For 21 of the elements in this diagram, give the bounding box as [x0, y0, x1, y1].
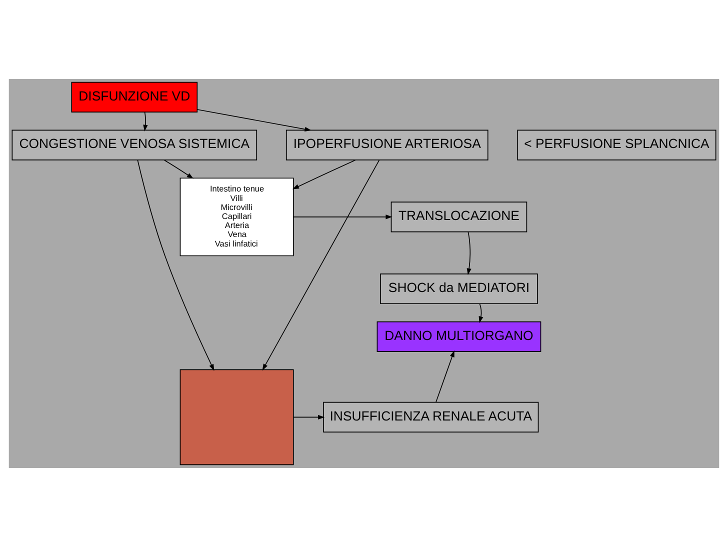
arrow — [478, 302, 484, 323]
node-box: CONGESTIONE VENOSA SISTEMICA — [12, 129, 258, 160]
arrow — [436, 350, 454, 402]
arrow — [137, 159, 214, 370]
node-box: IPOPERFUSIONE ARTERIOSA — [286, 129, 488, 160]
arrow — [293, 214, 392, 219]
arrow — [466, 231, 472, 274]
node-box: < PERFUSIONE SPLANCNICA — [517, 129, 716, 160]
node-box: DANNO MULTIORGANO — [376, 320, 542, 352]
node-box — [180, 368, 294, 465]
arrow — [293, 414, 325, 420]
arrow — [262, 159, 380, 370]
node-box: SHOCK da MEDIATORI — [380, 273, 538, 304]
arrow — [292, 159, 356, 189]
node-box: Intestino tenue Villi Microvilli Capillari Arteria Vena Vasi linfatici — [180, 177, 294, 256]
node-box: TRANSLOCAZIONE — [390, 201, 528, 232]
arrow — [196, 108, 312, 131]
node-box: INSUFFICIENZA RENALE ACUTA — [323, 401, 539, 432]
node-box: DISFUNZIONE VD — [71, 81, 198, 112]
arrow — [143, 111, 148, 131]
arrow — [164, 159, 194, 178]
